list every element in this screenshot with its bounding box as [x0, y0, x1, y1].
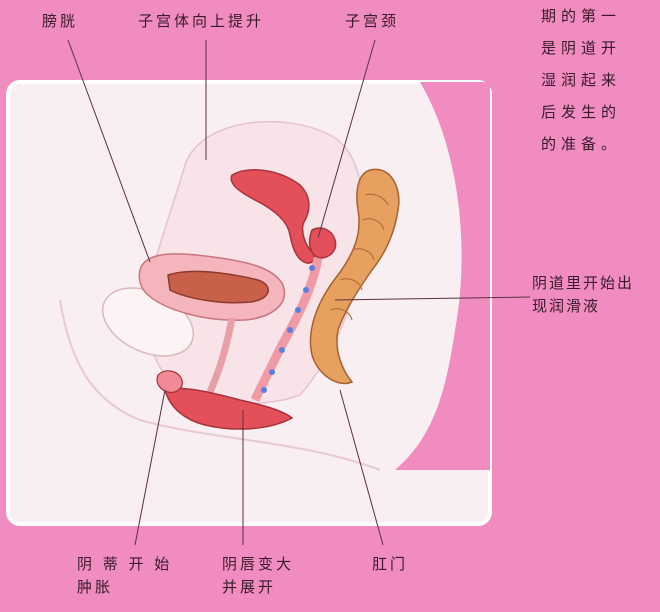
label-anus: 肛门 — [372, 555, 409, 573]
labia — [164, 387, 294, 430]
side-text-line: 的准备。 — [541, 135, 622, 153]
leader-lines — [67, 39, 531, 546]
side-text-line: 后发生的 — [541, 103, 622, 121]
label-vaginal-lubrication: 阴道里开始出 现润滑液 — [532, 272, 634, 319]
label-vaginal-lubrication-line2: 现润滑液 — [532, 297, 601, 316]
bladder-wall — [167, 270, 269, 304]
side-text-line: 期的第一 — [541, 7, 622, 25]
thigh-contour — [59, 299, 381, 471]
rectum-folds — [329, 193, 389, 321]
label-labia-line2: 并展开 — [222, 578, 277, 597]
vagina — [250, 257, 323, 402]
side-text-line: 湿润起来 — [541, 71, 622, 89]
label-bladder: 膀胱 — [42, 12, 79, 30]
urethra — [206, 317, 236, 394]
label-clitoris: 阴 蒂 开 始 肿胀 — [77, 553, 172, 600]
side-text-line: 是阴道开 — [541, 39, 622, 57]
side-text: 期的第一 是阴道开 湿润起来 后发生的 的准备。 — [541, 0, 660, 160]
lubrication-drops — [261, 265, 315, 393]
label-uterus-lift: 子宫体向上提升 — [138, 12, 265, 30]
label-clitoris-line2: 肿胀 — [77, 578, 114, 597]
rectum — [309, 168, 400, 385]
body-outline — [395, 82, 490, 470]
label-labia-line1: 阴唇变大 — [222, 555, 295, 573]
label-labia: 阴唇变大 并展开 — [222, 553, 294, 600]
label-clitoris-line1: 阴 蒂 开 始 — [77, 555, 173, 573]
cervix-organ — [308, 227, 337, 259]
clitoris — [156, 370, 183, 393]
label-cervix: 子宫颈 — [345, 12, 400, 30]
label-vaginal-lubrication-line1: 阴道里开始出 — [532, 274, 635, 292]
